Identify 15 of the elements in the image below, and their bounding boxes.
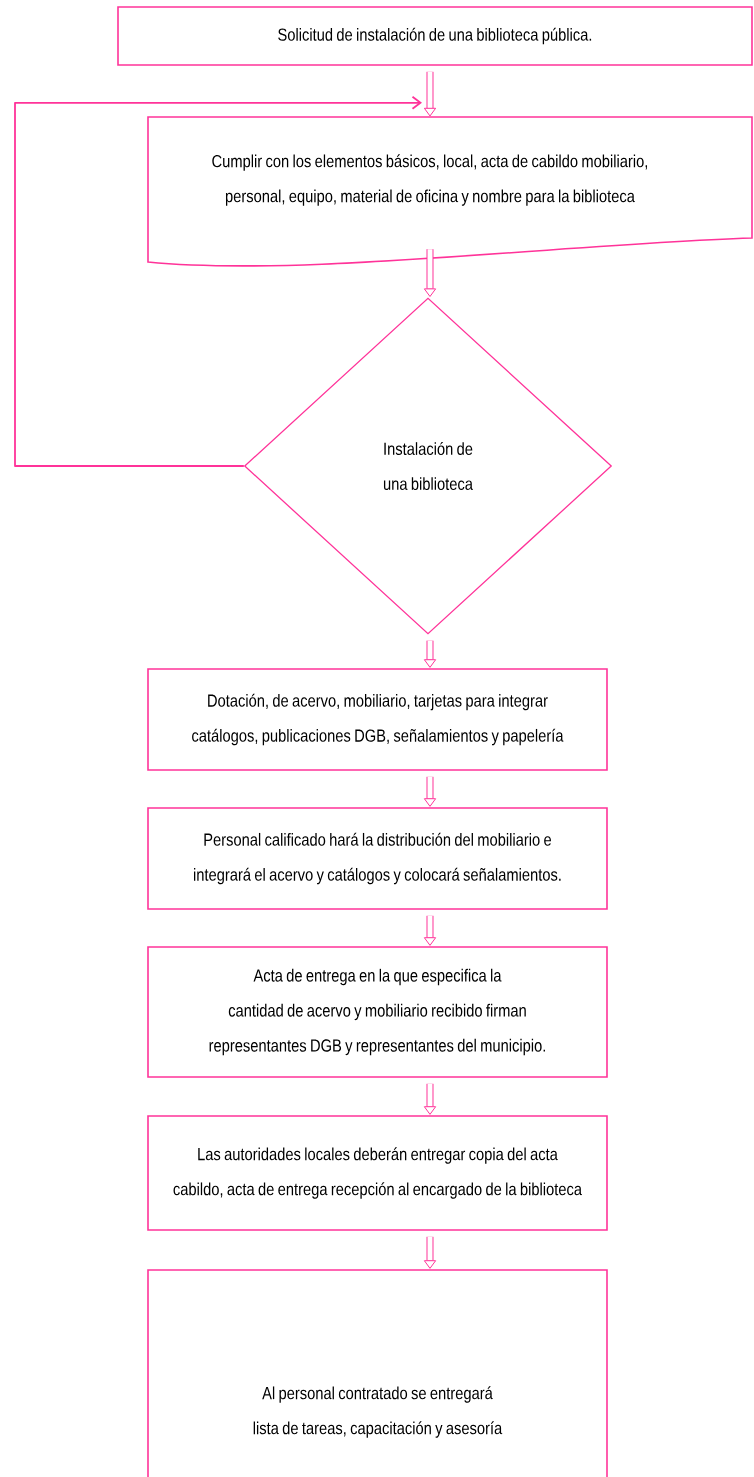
hollow-arrow	[423, 1083, 437, 1115]
document-box: Cumplir con los elementos básicos, local, acta de cabildo mobiliario, personal, equipo, material de oficina y nombre para la biblioteca	[147, 116, 753, 267]
hollow-arrow	[423, 776, 437, 807]
process-box: Dotación, de acervo, mobiliario, tarjetas para integrar catálogos, publicaciones DGB, señalamientos y papelería	[147, 668, 608, 771]
process-box: Acta de entrega en la que especifica la cantidad de acervo y mobiliario recibido firman representantes DGB y representantes del municipio.	[147, 946, 608, 1078]
hollow-arrow	[423, 640, 437, 668]
arrow	[14, 95, 422, 467]
hollow-arrow	[423, 915, 437, 946]
process-box: Solicitud de instalación de una biblioteca pública.	[117, 6, 753, 66]
hollow-arrow	[423, 249, 437, 297]
process-box: Personal calificado hará la distribución del mobiliario e integrará el acervo y catálogos y colocará señalamientos.	[147, 807, 608, 910]
process-box: Las autoridades locales deberán entregar copia del acta cabildo, acta de entrega recepción al encargado de la biblioteca	[147, 1115, 608, 1231]
hollow-arrow	[423, 1236, 437, 1269]
hollow-arrow	[423, 71, 437, 117]
process-box: Al personal contratado se entregará lista de tareas, capacitación y asesoría	[147, 1269, 608, 1477]
